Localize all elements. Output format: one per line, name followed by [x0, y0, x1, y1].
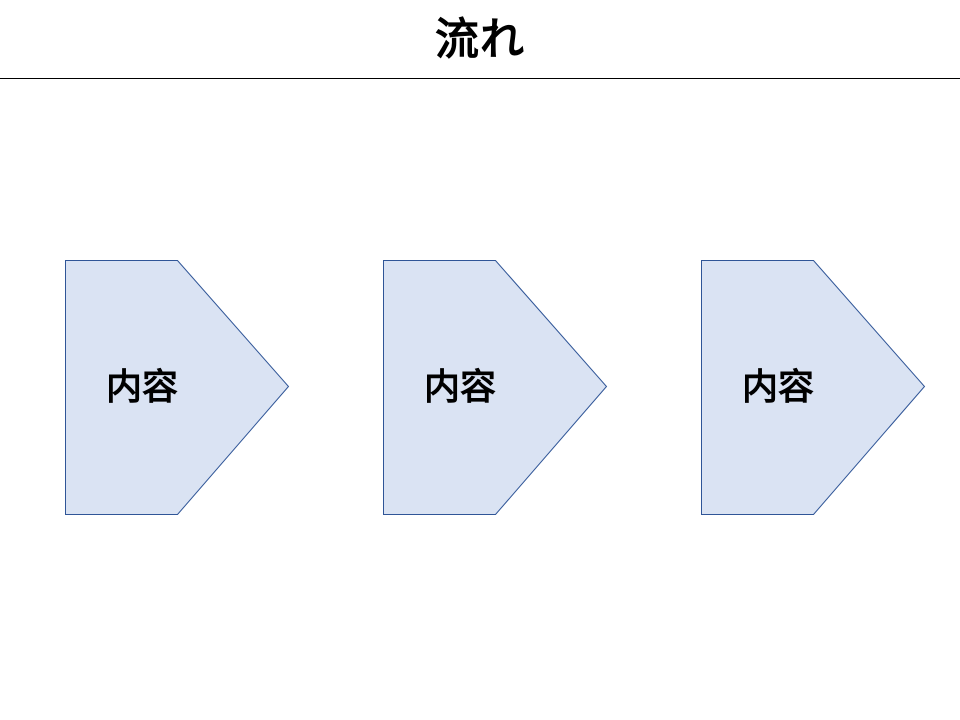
step-shape-1	[65, 260, 290, 515]
title-divider	[0, 78, 960, 79]
step-shape-2	[383, 260, 608, 515]
step-shape-3	[701, 260, 926, 515]
step-label-2: 内容	[424, 367, 497, 408]
step-label-1: 内容	[106, 367, 179, 408]
step-label-3: 内容	[742, 367, 815, 408]
page-title: 流れ	[435, 14, 525, 65]
